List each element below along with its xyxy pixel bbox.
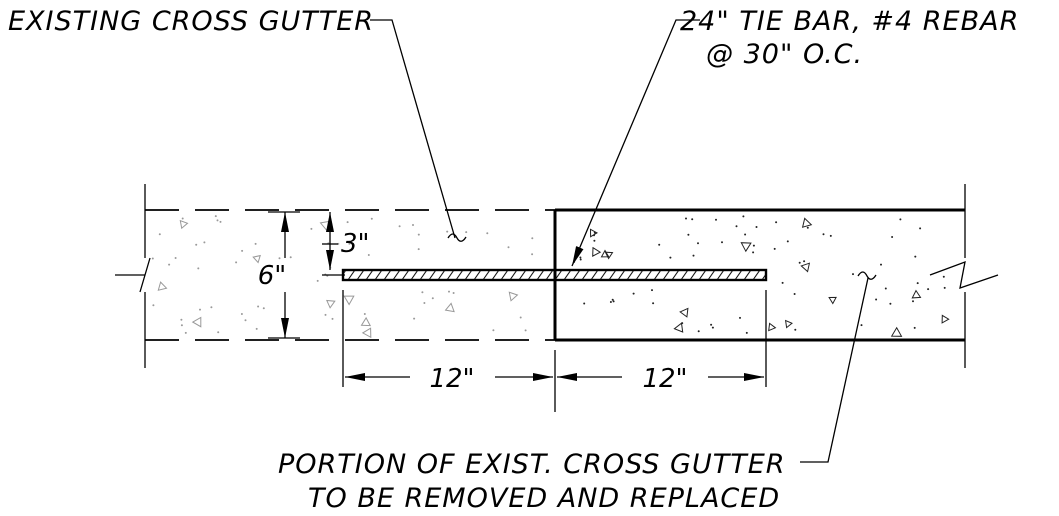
left-length-dimension-text: 12" — [429, 364, 474, 394]
existing-gutter-label: EXISTING CROSS GUTTER — [8, 6, 374, 37]
right-length-dimension-text: 12" — [642, 364, 687, 394]
tie-bar — [341, 268, 768, 282]
existing-cross-gutter-slab — [144, 184, 555, 368]
tie-bar-label-line2: @ 30" O.C. — [706, 39, 863, 70]
removal-leader — [800, 271, 877, 463]
bar-depth-dimension-text: 3" — [341, 229, 370, 259]
right-break-symbol — [929, 260, 999, 289]
bar-depth-dimension — [322, 212, 345, 276]
thickness-dimension — [268, 211, 300, 339]
removal-label-line1: PORTION OF EXIST. CROSS GUTTER — [278, 449, 786, 480]
existing-gutter-leader — [370, 19, 467, 242]
tie-bar-label-line1: 24" TIE BAR, #4 REBAR — [680, 6, 1019, 37]
thickness-dimension-text: 6" — [258, 261, 287, 291]
tie-bar-leader — [571, 19, 700, 267]
length-dimensions — [342, 290, 767, 412]
removal-label-line2: TO BE REMOVED AND REPLACED — [308, 483, 780, 514]
left-break-symbol — [115, 257, 151, 293]
